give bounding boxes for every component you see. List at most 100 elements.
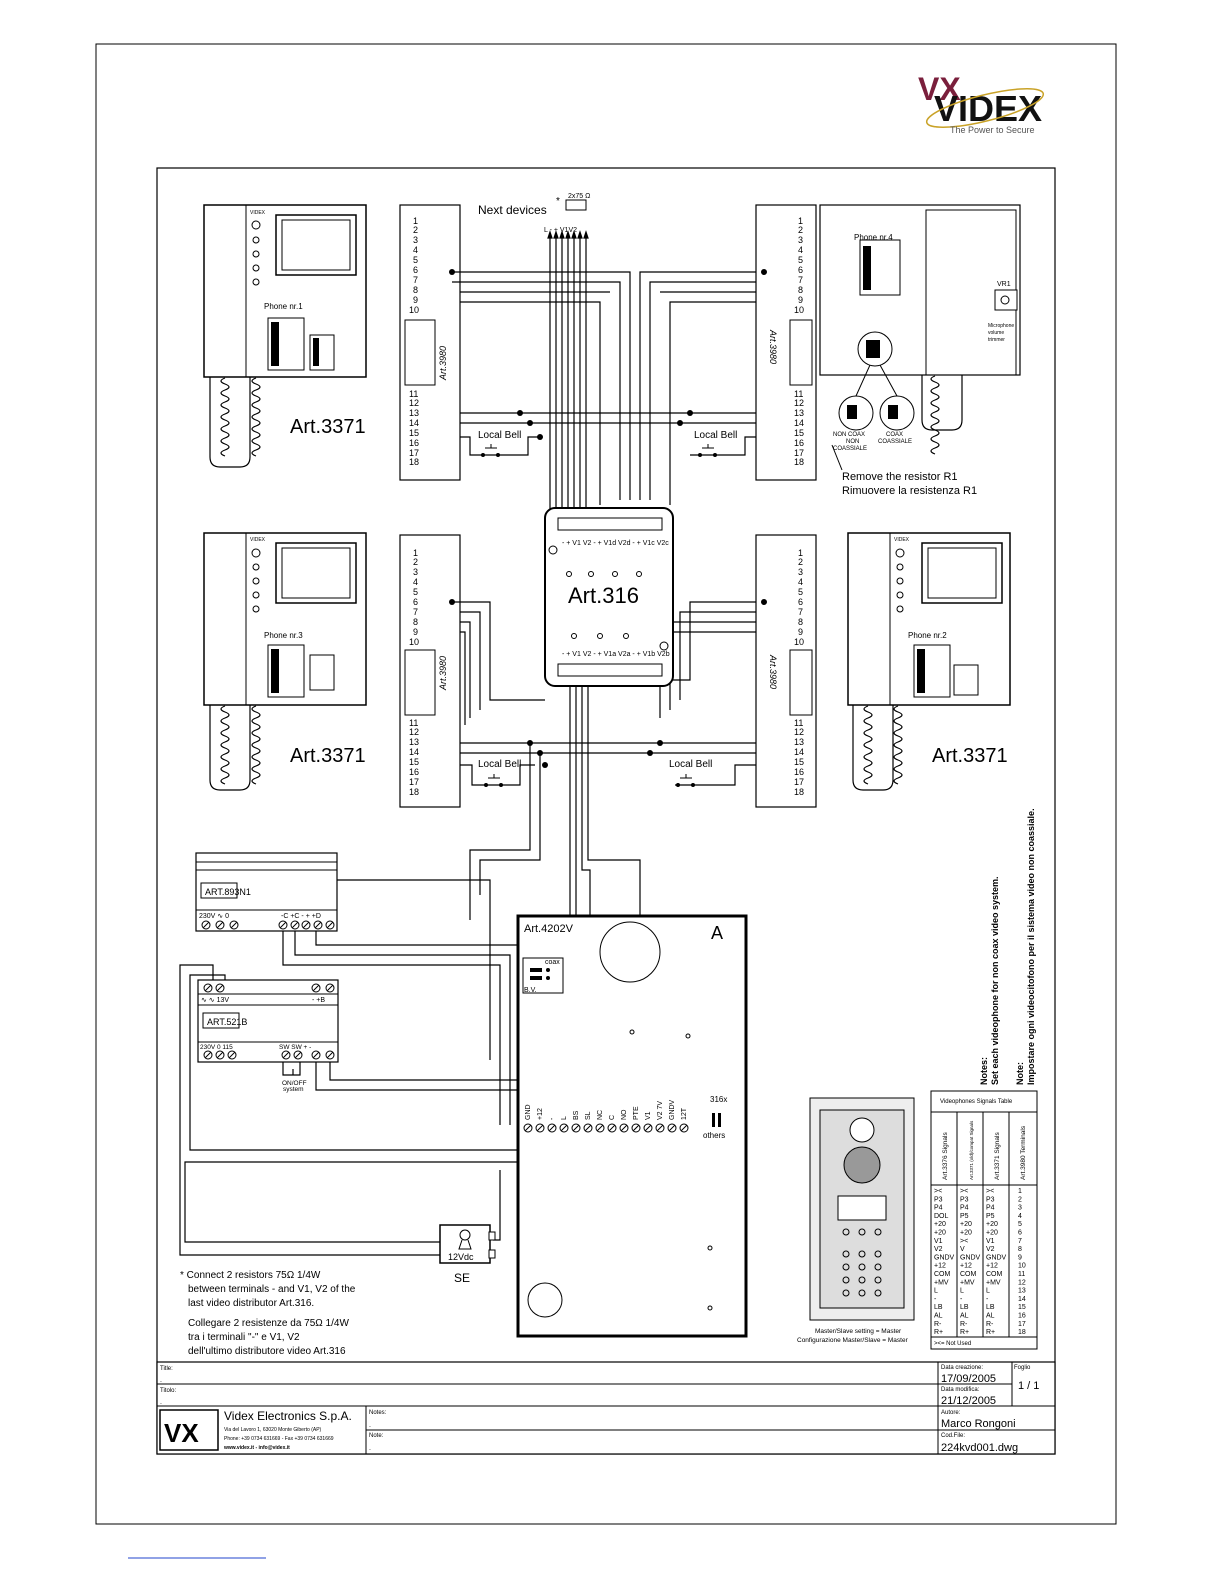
signals-table-cell: +20	[960, 1230, 972, 1237]
title-block: Title: . Titolo: . VX Videx Electronics …	[156, 1361, 1056, 1455]
svg-text:12: 12	[794, 727, 804, 737]
signals-table-cell: ><	[960, 1238, 968, 1245]
svg-text:Impostare ogni videocitofono p: Impostare ogni videocitofono per il sist…	[1026, 808, 1036, 1085]
svg-text:17: 17	[794, 777, 804, 787]
svg-text:3: 3	[798, 567, 803, 577]
svg-text:230V ∿ 0: 230V ∿ 0	[199, 913, 229, 920]
svg-text:2: 2	[798, 557, 803, 567]
page-border	[95, 43, 1117, 1525]
signals-table-cell: R+	[986, 1329, 995, 1336]
svg-text:* Connect 2 resistors 75Ω 1/4W: * Connect 2 resistors 75Ω 1/4W	[180, 1270, 321, 1281]
videx-logo: VX VIDEX The Power to Secure	[918, 71, 1045, 135]
svg-text:8: 8	[413, 617, 418, 627]
svg-text:Notes:: Notes:	[369, 1410, 387, 1416]
signals-table-cell: 1	[1018, 1188, 1022, 1195]
signals-table-cell: P4	[986, 1205, 995, 1212]
svg-text:VR1: VR1	[997, 281, 1011, 288]
svg-text:ON/OFF: ON/OFF	[282, 1080, 307, 1087]
signals-table-cell: -	[934, 1296, 937, 1303]
svg-text:Local Bell: Local Bell	[694, 430, 737, 441]
svg-text:6: 6	[798, 597, 803, 607]
signals-table-cell: ><	[934, 1188, 942, 1195]
svg-text:V1: V1	[645, 1111, 652, 1120]
svg-text:18: 18	[794, 787, 804, 797]
signals-table-cell: +MV	[986, 1279, 1001, 1286]
signals-table-cell: V2	[986, 1246, 995, 1253]
phone-4-label: Phone nr.4	[854, 233, 893, 242]
svg-text:1: 1	[413, 548, 418, 558]
resistor-note: * Connect 2 resistors 75Ω 1/4W between t…	[180, 1270, 356, 1357]
signals-table-cell: 14	[1018, 1296, 1026, 1303]
svg-text:Collegare 2 resistenze da 75Ω: Collegare 2 resistenze da 75Ω 1/4W	[188, 1318, 349, 1329]
svg-text:Art.3980: Art.3980	[438, 656, 448, 691]
art893n1-power-supply: ART.893N1 230V ∿ 0 -C +C - + +D	[195, 852, 338, 932]
svg-text:L: L	[561, 1116, 568, 1120]
signals-table-cell: R-	[960, 1321, 968, 1328]
svg-text:17: 17	[409, 448, 419, 458]
art316-distributor: - + V1 V2 - + V1d V2d - + V1c V2c - + V1…	[544, 507, 674, 687]
svg-text:7: 7	[798, 607, 803, 617]
svg-text:Local Bell: Local Bell	[478, 430, 521, 441]
signals-table-cell: 5	[1018, 1221, 1022, 1228]
svg-text:.: .	[160, 1399, 162, 1406]
notes-vertical: Notes: Set each videophone for non coax …	[979, 808, 1036, 1085]
local-bell-mid-left: Local Bell	[478, 759, 521, 787]
signals-table-cell: 9	[1018, 1254, 1022, 1261]
se-label: SE	[454, 1271, 470, 1285]
svg-text:Next devices: Next devices	[478, 203, 547, 217]
svg-text:230V 0 115: 230V 0 115	[200, 1044, 233, 1051]
junction-dots	[449, 269, 767, 768]
phone-2-label: Phone nr.2	[908, 631, 947, 640]
svg-text:L - + V1V2: L - + V1V2	[544, 227, 577, 234]
svg-text:6: 6	[413, 597, 418, 607]
svg-text:5: 5	[798, 587, 803, 597]
art4202v-entrance-panel: Art.4202V A coax B.V. 316x others GND +1…	[516, 914, 748, 1338]
svg-text:12T: 12T	[681, 1107, 688, 1120]
svg-text:13: 13	[409, 737, 419, 747]
svg-text:1: 1	[413, 216, 418, 226]
svg-text:Art.3980: Art.3980	[438, 346, 448, 381]
svg-text:18: 18	[409, 457, 419, 467]
svg-text:VIDEX: VIDEX	[894, 537, 910, 543]
svg-text:Art.3980: Art.3980	[768, 654, 778, 689]
art893n1-label: ART.893N1	[205, 887, 251, 897]
svg-text:11: 11	[409, 718, 418, 728]
svg-text:16: 16	[794, 438, 804, 448]
brand-tagline: The Power to Secure	[950, 125, 1035, 135]
svg-text:COAX: COAX	[886, 432, 903, 438]
svg-text:9: 9	[798, 627, 803, 637]
svg-text:6: 6	[798, 265, 803, 275]
svg-text:12Vdc: 12Vdc	[448, 1252, 474, 1262]
svg-text:8: 8	[798, 285, 803, 295]
signals-table-cell: AL	[986, 1313, 995, 1320]
signals-table-cell: R+	[934, 1329, 943, 1336]
svg-text:15: 15	[409, 757, 419, 767]
signals-table-cell: 3	[1018, 1205, 1022, 1212]
svg-text:11: 11	[409, 389, 418, 399]
signals-table-cell: +20	[986, 1230, 998, 1237]
svg-text:16: 16	[409, 767, 419, 777]
signals-table-cell: LB	[960, 1304, 969, 1311]
svg-text:∿ ∿ 13V: ∿ ∿ 13V	[201, 997, 229, 1004]
signals-table-cell: 13	[1018, 1288, 1026, 1295]
signals-table-cell: 2	[1018, 1196, 1022, 1203]
svg-text:Data modifica:: Data modifica:	[941, 1387, 980, 1393]
file-code: 224kvd001.dwg	[941, 1442, 1018, 1454]
company-name: Videx Electronics S.p.A.	[224, 1409, 352, 1423]
svg-text:Microphone: Microphone	[988, 323, 1014, 329]
next-devices: Next devices * 2x75 Ω L - + V1V2	[478, 193, 590, 234]
signals-table-cell: GNDV	[934, 1254, 955, 1261]
svg-text:- +B: - +B	[312, 997, 325, 1004]
svg-text:www.videx.it - info@videx.it: www.videx.it - info@videx.it	[223, 1445, 290, 1451]
signals-table-cell: -	[960, 1296, 963, 1303]
svg-text:15: 15	[794, 428, 804, 438]
svg-text:NC: NC	[597, 1110, 604, 1120]
svg-text:.: .	[160, 1377, 162, 1384]
svg-text:6: 6	[413, 265, 418, 275]
signals-table-cell: COM	[934, 1271, 951, 1278]
signals-table-cell: 15	[1018, 1304, 1026, 1311]
signals-table-cell: LB	[986, 1304, 995, 1311]
svg-text:10: 10	[794, 305, 804, 315]
svg-text:12: 12	[409, 398, 419, 408]
